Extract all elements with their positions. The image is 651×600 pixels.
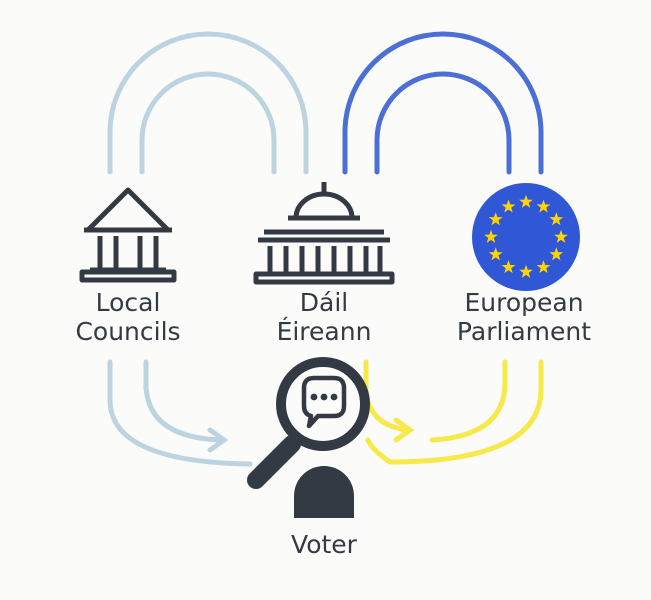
eu-star-icon xyxy=(488,212,503,226)
local-councils-label-line1: Local xyxy=(96,288,161,317)
voter-label: Voter xyxy=(291,530,358,559)
eu-flag-icon xyxy=(472,183,580,291)
outer-blue-arc xyxy=(342,31,544,175)
eu-star-icon xyxy=(549,247,564,261)
dail-eireann-label-line1: Dáil xyxy=(300,288,348,317)
yellow-arrowhead xyxy=(393,417,415,443)
person-icon xyxy=(294,466,354,518)
european-parliament-label-line2: Parliament xyxy=(457,317,591,346)
light-blue-flow-outer xyxy=(107,359,253,467)
domed-parliament-building-icon xyxy=(253,182,395,285)
yellow-flow-inner xyxy=(429,359,508,443)
local-councils-label-line2: Councils xyxy=(75,317,180,346)
top-arcs-light-blue xyxy=(107,31,309,175)
inner-light-blue-arc xyxy=(139,71,277,175)
speech-bubble-icon xyxy=(301,375,347,429)
classical-building-icon xyxy=(79,187,177,283)
light-blue-flow-inner xyxy=(143,359,225,443)
eu-star-icon xyxy=(554,229,568,243)
bottom-flow-yellow xyxy=(363,359,544,465)
eu-star-icon xyxy=(536,260,551,274)
eu-star-icon xyxy=(488,247,503,261)
dail-eireann-label-line2: Éireann xyxy=(277,317,372,346)
eu-star-icon xyxy=(519,264,533,278)
outer-light-blue-arc xyxy=(107,31,309,175)
top-arcs-blue xyxy=(342,31,544,175)
eu-star-icon xyxy=(501,199,516,213)
eu-star-icon xyxy=(549,212,564,226)
yellow-flow-outer xyxy=(365,359,544,465)
eu-star-icon xyxy=(536,199,551,213)
eu-star-icon xyxy=(484,229,498,243)
eu-star-icon xyxy=(501,260,516,274)
european-parliament-label-line1: European xyxy=(464,288,583,317)
light-blue-arrowhead xyxy=(207,427,229,453)
inner-blue-arc xyxy=(374,71,512,175)
eu-star-icon xyxy=(519,194,533,208)
bottom-flow-light-blue xyxy=(107,359,253,467)
